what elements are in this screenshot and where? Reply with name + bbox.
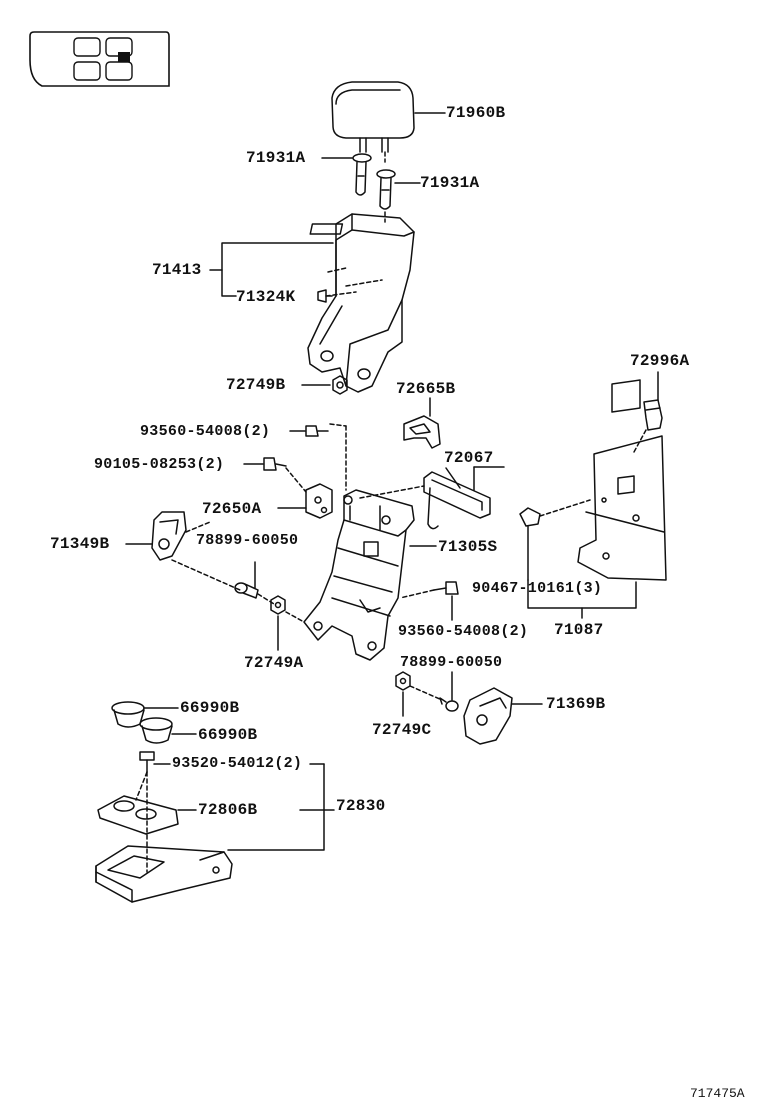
highlighted-seat-icon <box>118 52 130 62</box>
cover-left-part <box>125 511 187 561</box>
label-pin-left: 78899-60050 <box>196 532 299 549</box>
drawing-code: 717475A <box>690 1086 745 1101</box>
stopper-part <box>403 397 441 449</box>
label-guide-right: 71931A <box>420 174 480 192</box>
tray-base-part <box>95 845 233 903</box>
screw-tray-part <box>139 751 171 773</box>
label-nut-top: 72749B <box>226 376 286 394</box>
headrest-part <box>331 81 415 163</box>
board-right-part <box>527 379 667 619</box>
label-tray-top: 72806B <box>198 801 258 819</box>
label-headrest: 71960B <box>446 104 506 122</box>
label-pin-right: 78899-60050 <box>400 654 503 671</box>
clip-right-part <box>519 507 541 581</box>
hinge-part <box>277 483 333 519</box>
label-bolt-lower: 93560-54008(2) <box>398 623 529 640</box>
bolt-upper-part <box>289 425 329 437</box>
pin-right-part <box>439 671 459 712</box>
pin-left-part <box>234 561 259 599</box>
tray-top-part <box>97 795 197 835</box>
label-seatback-pad: 71413 <box>152 261 202 279</box>
label-stopper: 72665B <box>396 380 456 398</box>
screw-upper-part <box>243 457 287 471</box>
label-nut-right: 72749C <box>372 721 432 739</box>
label-cup-holder-2: 66990B <box>198 726 258 744</box>
frame-part <box>303 489 437 661</box>
label-cover-right: 71369B <box>546 695 606 713</box>
label-rod: 72067 <box>444 449 494 467</box>
lock-part <box>643 371 663 431</box>
headrest-guide-left <box>352 153 372 196</box>
cup-holder-part-2 <box>139 717 197 744</box>
label-lock: 72996A <box>630 352 690 370</box>
label-screw-tray: 93520-54012(2) <box>172 755 303 772</box>
cup-holder-part-1 <box>111 701 179 728</box>
label-clip: 71324K <box>236 288 296 306</box>
seatback-pad-part <box>307 213 415 393</box>
label-guide-left: 71931A <box>246 149 306 167</box>
label-screw-upper: 90105-08253(2) <box>94 456 225 473</box>
rod-part <box>423 466 505 530</box>
label-bolt-upper: 93560-54008(2) <box>140 423 271 440</box>
label-hinge: 72650A <box>202 500 262 518</box>
seat-position-locator-icon <box>29 31 170 87</box>
label-tray-assy: 72830 <box>336 797 386 815</box>
label-cup-holder-1: 66990B <box>180 699 240 717</box>
bolt-lower-part <box>433 581 459 621</box>
label-nut-left: 72749A <box>244 654 304 672</box>
label-clip-right: 90467-10161(3) <box>472 580 603 597</box>
nut-right-part <box>395 671 411 717</box>
headrest-guide-right <box>376 169 396 223</box>
label-frame: 71305S <box>438 538 498 556</box>
label-board-right: 71087 <box>554 621 604 639</box>
nut-72749b <box>332 375 348 395</box>
cover-right-part <box>463 687 543 745</box>
label-cover-left: 71349B <box>50 535 110 553</box>
nut-left-part <box>270 595 286 651</box>
